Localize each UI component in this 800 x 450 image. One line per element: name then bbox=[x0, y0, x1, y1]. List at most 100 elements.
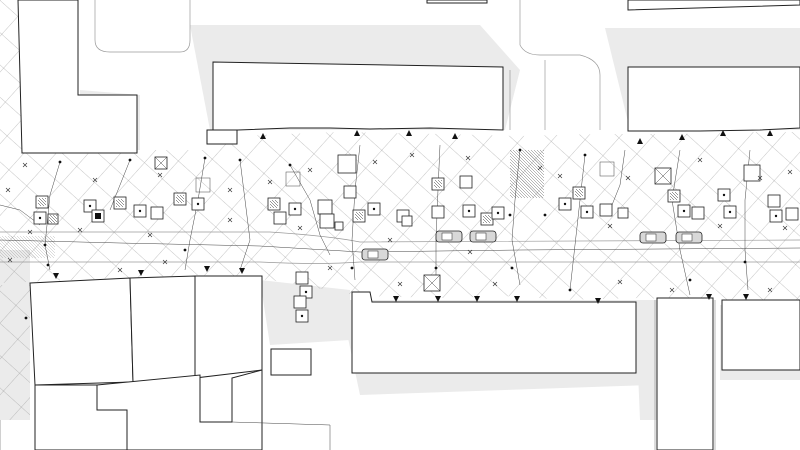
lamp-marker-icon bbox=[204, 266, 210, 272]
car-icon bbox=[639, 231, 667, 244]
survey-point-icon bbox=[372, 159, 378, 165]
bollard-icon bbox=[203, 156, 207, 160]
east-fixtures bbox=[558, 161, 799, 223]
survey-point-icon bbox=[227, 217, 233, 223]
building-top-center bbox=[426, 0, 488, 4]
bollard-icon bbox=[583, 153, 587, 157]
car-icon bbox=[675, 231, 703, 244]
paving-grid-west bbox=[0, 0, 30, 420]
building-row-southwest-4 bbox=[96, 369, 263, 450]
survey-point-icon bbox=[5, 187, 11, 193]
bollard-icon bbox=[518, 148, 522, 152]
survey-point-icon bbox=[327, 265, 333, 271]
survey-points bbox=[5, 152, 793, 293]
survey-point-icon bbox=[267, 179, 273, 185]
bollard-icon bbox=[58, 160, 62, 164]
bollard-icon bbox=[183, 248, 187, 252]
crossing-stripes bbox=[0, 150, 544, 258]
lamp-markers bbox=[53, 266, 749, 304]
survey-point-icon bbox=[717, 223, 723, 229]
building-block-northwest bbox=[17, 0, 138, 154]
tree-marker-icon bbox=[767, 130, 773, 136]
survey-point-icon bbox=[557, 173, 563, 179]
bollard-icon bbox=[510, 266, 514, 270]
bollard-icon bbox=[288, 163, 292, 167]
tree-marker-icon bbox=[354, 130, 360, 136]
lamp-marker-icon bbox=[706, 294, 712, 300]
tree-marker-icon bbox=[260, 133, 266, 139]
planter-fixture bbox=[83, 156, 301, 223]
survey-point-icon bbox=[297, 225, 303, 231]
lamp-marker-icon bbox=[435, 296, 441, 302]
tree-markers bbox=[260, 130, 773, 144]
tree-marker-icon bbox=[637, 138, 643, 144]
bollard-icon bbox=[238, 158, 242, 162]
bollard-icon bbox=[46, 263, 50, 267]
building-row-southwest-2 bbox=[129, 275, 196, 383]
bollard-icon bbox=[508, 213, 512, 217]
lamp-marker-icon bbox=[595, 298, 601, 304]
survey-point-icon bbox=[387, 237, 393, 243]
survey-point-icon bbox=[227, 187, 233, 193]
survey-point-icon bbox=[22, 162, 28, 168]
south-fixtures bbox=[293, 271, 441, 323]
building-block-southeast bbox=[721, 299, 800, 371]
survey-point-icon bbox=[767, 287, 773, 293]
survey-point-icon bbox=[157, 172, 163, 178]
lamp-marker-icon bbox=[474, 296, 480, 302]
survey-point-icon bbox=[92, 177, 98, 183]
survey-point-icon bbox=[617, 279, 623, 285]
kiosk-fixtures bbox=[267, 154, 505, 231]
street-furniture bbox=[33, 154, 799, 323]
tree-marker-icon bbox=[679, 134, 685, 140]
survey-point-icon bbox=[465, 155, 471, 161]
bollard-icon bbox=[688, 278, 692, 282]
survey-point-icon bbox=[537, 165, 543, 171]
survey-point-icon bbox=[162, 259, 168, 265]
car-icon bbox=[361, 248, 389, 261]
building-block-north-center bbox=[212, 61, 504, 131]
survey-point-icon bbox=[397, 281, 403, 287]
building-annex bbox=[206, 129, 238, 145]
building-top-right bbox=[627, 0, 800, 11]
bollard-icon bbox=[128, 158, 132, 162]
survey-point-icon bbox=[307, 167, 313, 173]
building-block-northeast bbox=[627, 66, 800, 132]
building-row-southwest-3 bbox=[194, 275, 263, 379]
building-block-south-center bbox=[351, 291, 637, 374]
bollards bbox=[24, 148, 747, 320]
bollard-icon bbox=[43, 243, 47, 247]
survey-point-icon bbox=[77, 227, 83, 233]
lamp-marker-icon bbox=[53, 273, 59, 279]
survey-point-icon bbox=[27, 229, 33, 235]
lamp-marker-icon bbox=[743, 294, 749, 300]
lamp-marker-icon bbox=[138, 270, 144, 276]
tree-marker-icon bbox=[720, 130, 726, 136]
survey-point-icon bbox=[787, 169, 793, 175]
survey-point-icon bbox=[757, 175, 763, 181]
survey-point-icon bbox=[467, 249, 473, 255]
survey-point-icon bbox=[147, 232, 153, 238]
survey-point-icon bbox=[625, 175, 631, 181]
survey-point-icon bbox=[697, 157, 703, 163]
lamp-marker-icon bbox=[514, 296, 520, 302]
survey-point-icon bbox=[7, 257, 13, 263]
survey-point-icon bbox=[117, 267, 123, 273]
survey-point-icon bbox=[669, 287, 675, 293]
tree-marker-icon bbox=[406, 130, 412, 136]
car-icon bbox=[435, 230, 463, 243]
lamp-marker-icon bbox=[393, 296, 399, 302]
bollard-icon bbox=[24, 316, 28, 320]
building-block-south-east bbox=[656, 297, 714, 450]
parked-cars bbox=[361, 230, 703, 261]
tree-marker-icon bbox=[452, 133, 458, 139]
survey-point-icon bbox=[782, 225, 788, 231]
bollard-icon bbox=[350, 266, 354, 270]
bollard-icon bbox=[434, 266, 438, 270]
lighting-network bbox=[0, 144, 800, 296]
building-kiosk bbox=[270, 348, 312, 376]
survey-point-icon bbox=[409, 152, 415, 158]
bollard-icon bbox=[743, 260, 747, 264]
